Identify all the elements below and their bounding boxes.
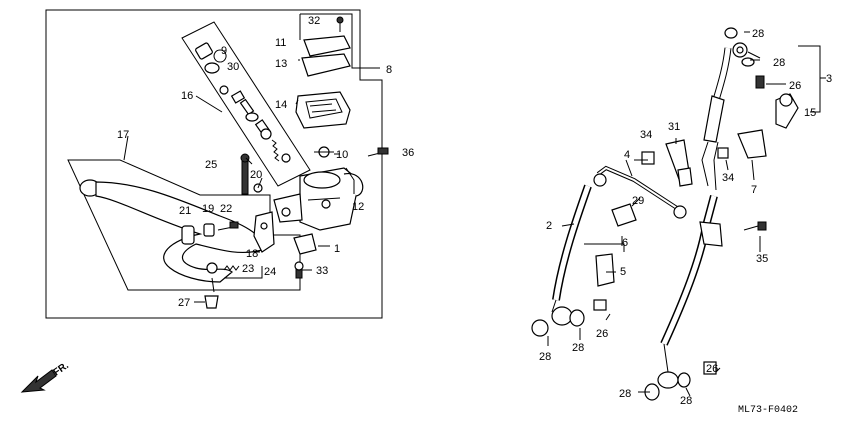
label-9: 9 — [221, 45, 227, 57]
master-cylinder-body — [273, 146, 389, 231]
label-33: 33 — [316, 265, 328, 277]
label-5: 5 — [620, 266, 626, 278]
brake-lever — [79, 179, 263, 293]
label-24: 24 — [264, 266, 276, 278]
label-2: 2 — [546, 220, 552, 232]
label-28e: 28 — [619, 388, 631, 400]
label-26c: 26 — [706, 363, 718, 375]
reservoir-cap-parts — [295, 16, 351, 129]
group-frame — [45, 9, 383, 319]
label-13: 13 — [275, 58, 287, 70]
label-17: 17 — [117, 129, 129, 141]
label-28d: 28 — [572, 342, 584, 354]
label-8: 8 — [386, 64, 392, 76]
label-28f: 28 — [680, 395, 692, 407]
label-4: 4 — [624, 149, 630, 161]
label-23: 23 — [242, 263, 254, 275]
label-19: 19 — [202, 203, 214, 215]
leader-lines-left — [123, 13, 380, 303]
label-25: 25 — [205, 159, 217, 171]
label-1: 1 — [334, 243, 340, 255]
leader-lines-right — [547, 31, 826, 397]
label-28b: 28 — [773, 57, 785, 69]
label-3: 3 — [826, 73, 832, 85]
label-22: 22 — [220, 203, 232, 215]
label-18: 18 — [246, 248, 258, 260]
label-26b: 26 — [596, 328, 608, 340]
label-34a: 34 — [640, 129, 652, 141]
label-11: 11 — [275, 37, 286, 49]
label-28a: 28 — [752, 28, 764, 40]
front-direction-indicator: FR. — [20, 360, 71, 393]
piston-kit-parts — [195, 42, 291, 163]
label-20: 20 — [250, 169, 262, 181]
brake-hose-group: 28 28 3 26 15 31 34 4 34 7 29 2 6 35 5 2… — [531, 27, 832, 407]
label-27: 27 — [178, 297, 190, 309]
label-28c: 28 — [539, 351, 551, 363]
piston-kit-frame — [181, 21, 311, 187]
label-15: 15 — [804, 107, 816, 119]
label-36: 36 — [402, 147, 414, 159]
diagram-code: ML73-F0402 — [738, 405, 798, 416]
master-cylinder-group: 32 11 13 14 8 9 30 16 17 10 36 25 20 12 … — [45, 9, 414, 319]
label-10: 10 — [336, 149, 348, 161]
label-34b: 34 — [722, 172, 734, 184]
label-14: 14 — [275, 99, 287, 111]
label-29: 29 — [632, 195, 644, 207]
lever-small-parts — [181, 153, 317, 309]
arrow-icon — [20, 369, 57, 393]
label-7: 7 — [751, 184, 757, 196]
label-32: 32 — [308, 15, 320, 27]
label-21: 21 — [179, 205, 191, 217]
label-12: 12 — [352, 201, 364, 213]
label-35: 35 — [756, 253, 768, 265]
label-6: 6 — [622, 237, 628, 249]
label-16: 16 — [181, 90, 193, 102]
label-31: 31 — [668, 121, 680, 133]
label-26a: 26 — [789, 80, 801, 92]
label-30: 30 — [227, 61, 239, 73]
